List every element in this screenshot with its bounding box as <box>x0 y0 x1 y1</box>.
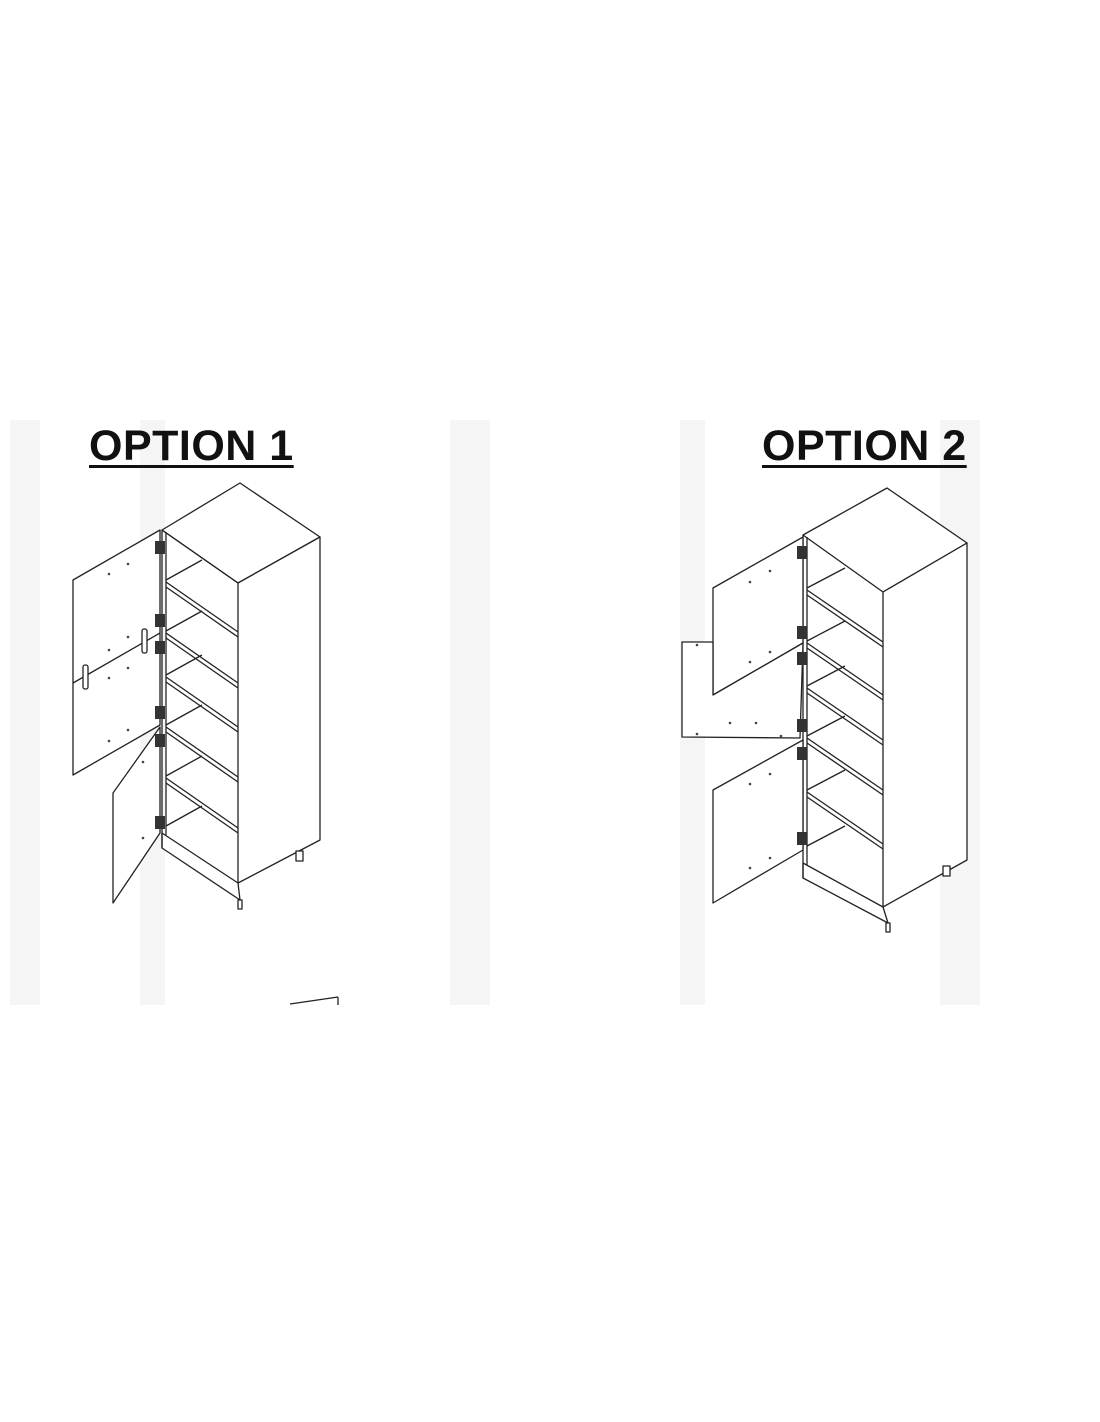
shelves <box>165 559 239 834</box>
lower-door <box>112 726 161 904</box>
door-handle-icon <box>82 628 148 690</box>
upper-door <box>72 529 161 776</box>
option-2-cabinet <box>681 487 968 933</box>
shelves <box>806 567 884 850</box>
middle-door <box>681 641 804 739</box>
cabinet-plinth <box>802 862 889 924</box>
cabinet-plinth <box>161 832 241 901</box>
hinge-icon <box>797 546 807 845</box>
cabinet-foot <box>295 850 304 862</box>
mounting-holes <box>107 562 145 840</box>
cabinet-side <box>237 536 321 884</box>
hinge-icon <box>155 541 165 829</box>
cabinet-foot <box>237 899 243 910</box>
cabinet-foot <box>885 922 891 933</box>
cabinet-side <box>882 542 968 908</box>
option-2-title: OPTION 2 <box>762 422 967 470</box>
option-1-title: OPTION 1 <box>89 422 294 470</box>
cabinet-foot <box>942 865 951 877</box>
mounting-holes <box>695 569 783 870</box>
option-1-cabinet <box>72 482 339 1005</box>
lower-door <box>712 739 804 904</box>
